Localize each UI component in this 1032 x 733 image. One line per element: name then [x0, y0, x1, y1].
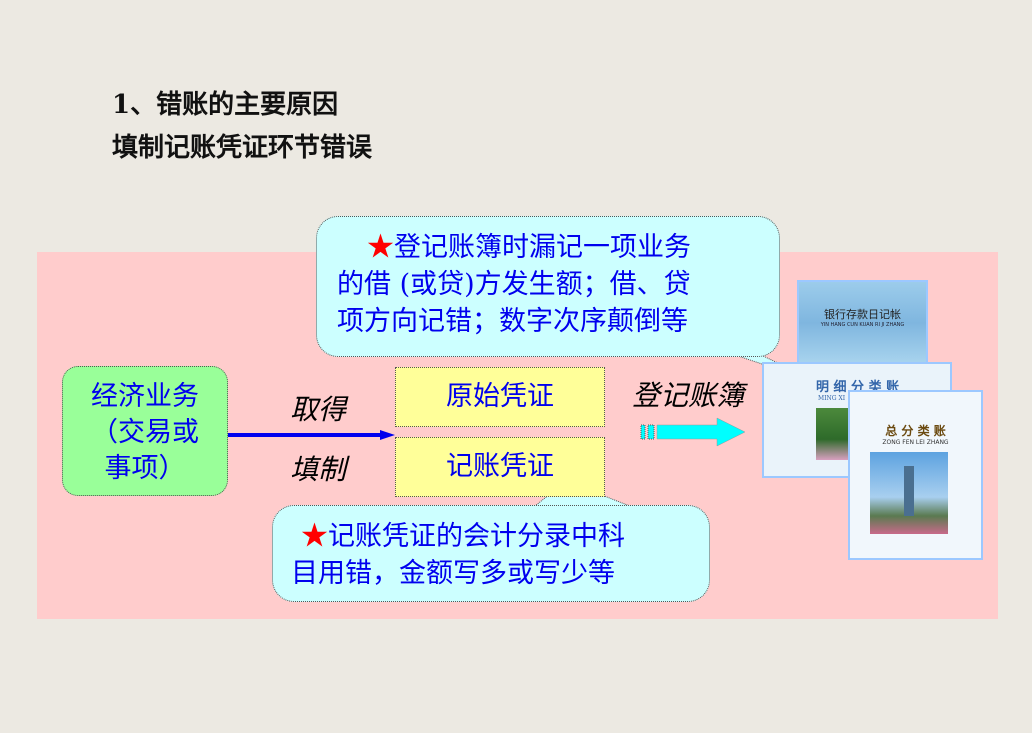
tower-shape: [904, 466, 914, 516]
book-bank-journal: 银行存款日记帐 YIN HANG CUN KUAN RI JI ZHANG: [797, 280, 928, 366]
label-fill: 填制: [290, 453, 347, 486]
original-voucher-box: 原始凭证: [395, 367, 605, 427]
label-register: 登记账簿: [632, 379, 745, 412]
book-pinyin: MING XI: [818, 395, 846, 402]
callout-line: 目用错，金额写多或写少等: [291, 558, 615, 589]
register-arrow-icon: [640, 417, 746, 447]
star-icon: ★: [367, 232, 394, 263]
callout-line: 登记账簿时漏记一项业务: [394, 232, 691, 263]
book-pinyin: YIN HANG CUN KUAN RI JI ZHANG: [820, 322, 905, 328]
accounting-voucher-box: 记账凭证: [395, 437, 605, 497]
book-title: 总 分 类 账: [885, 424, 946, 438]
business-line: 经济业务: [91, 381, 199, 412]
slide-title: 1、错账的主要原因: [112, 90, 339, 120]
slide-subtitle: 填制记账凭证环节错误: [112, 133, 373, 163]
book-title: 银行存款日记帐: [824, 308, 901, 321]
label-obtain: 取得: [290, 393, 347, 426]
star-icon: ★: [301, 521, 328, 552]
business-line: （交易或: [91, 417, 199, 448]
callout-line: 记账凭证的会计分录中科: [328, 521, 625, 552]
book-pinyin: ZONG FEN LEI ZHANG: [882, 439, 949, 446]
flow-arrow-head: [380, 430, 395, 440]
callout-line: 项方向记错；数字次序颠倒等: [337, 306, 688, 337]
cover-photo: [870, 452, 948, 534]
business-box: 经济业务 （交易或 事项）: [62, 366, 228, 496]
top-callout: ★登记账簿时漏记一项业务 的借 (或贷)方发生额；借、贷 项方向记错；数字次序颠…: [316, 216, 780, 357]
callout-line: 的借 (或贷)方发生额；借、贷: [337, 269, 691, 300]
book-general-ledger: 总 分 类 账 ZONG FEN LEI ZHANG: [848, 390, 983, 560]
bottom-callout: ★记账凭证的会计分录中科 目用错，金额写多或写少等: [272, 505, 710, 602]
business-line: 事项）: [104, 453, 186, 484]
